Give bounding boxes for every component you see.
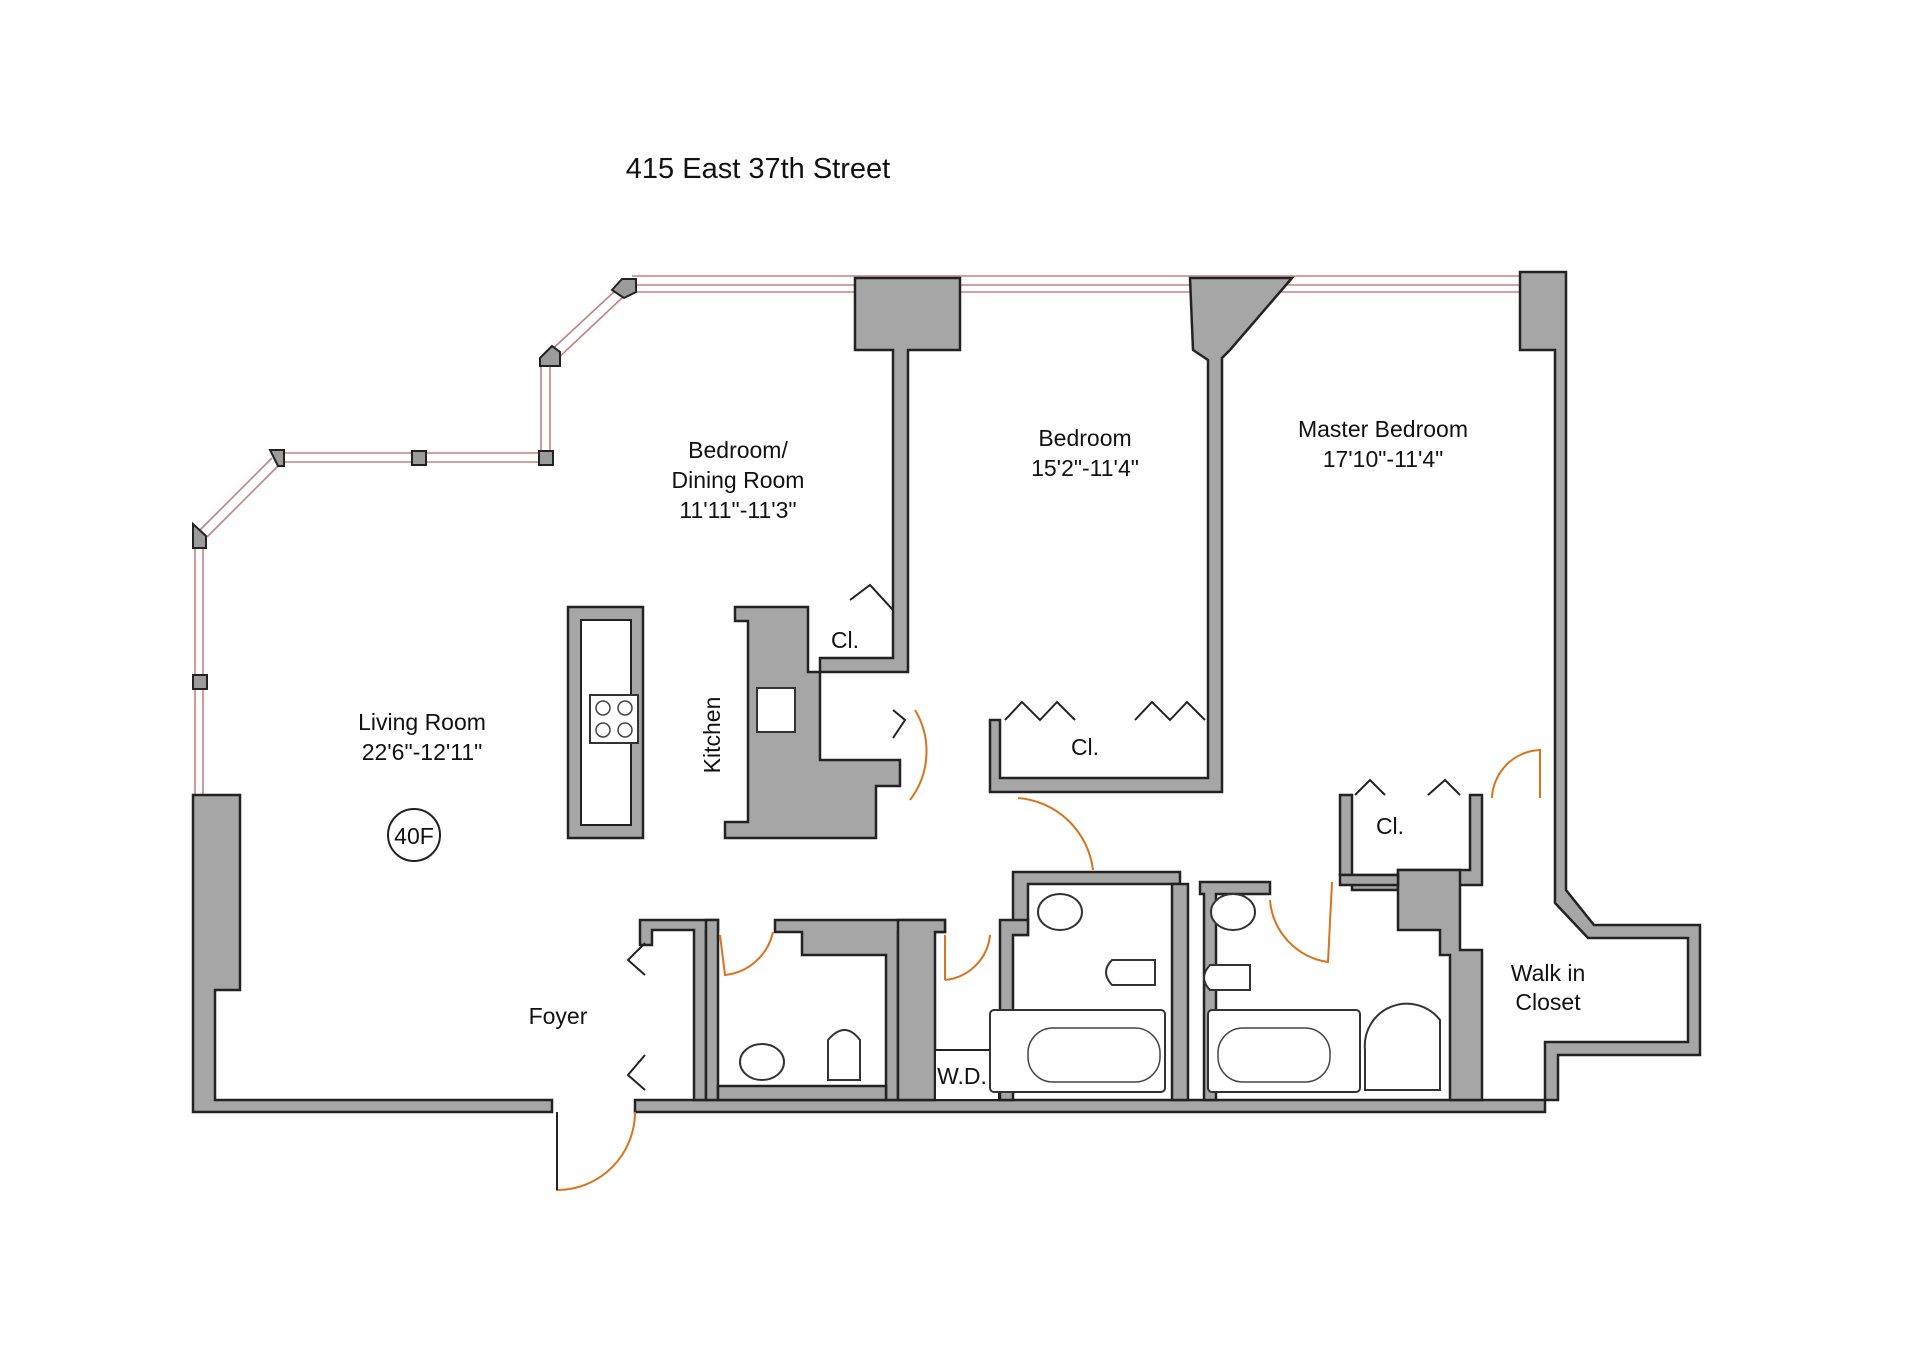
washer-dryer-box xyxy=(934,1049,1000,1101)
closet-label-master: Cl. xyxy=(1376,813,1404,839)
bedroom-name: Bedroom xyxy=(1038,425,1131,451)
master-bedroom-dims: 17'10"-11'4" xyxy=(1323,446,1444,472)
walls xyxy=(191,270,1702,1114)
unit-badge-text: 40F xyxy=(394,823,434,849)
bed-dining-name-1: Bedroom/ xyxy=(688,437,788,463)
living-room-name: Living Room xyxy=(358,709,486,735)
kitchen-label: Kitchen xyxy=(699,697,725,774)
closet-label-bedroom: Cl. xyxy=(1071,734,1099,760)
shower-icon xyxy=(1363,1002,1441,1091)
unit-badge: 40F xyxy=(387,808,441,862)
master-bedroom-name: Master Bedroom xyxy=(1298,416,1468,442)
bifold-doors xyxy=(626,583,1461,1091)
bed-dining-dims: 11'11"-11'3" xyxy=(679,497,796,523)
bath1-tub-icon xyxy=(989,1009,1166,1093)
walk-in-closet-name-2: Closet xyxy=(1515,989,1581,1015)
room-labels: Bedroom/ Dining Room 11'11"-11'3" Bedroo… xyxy=(358,416,1585,1089)
bed-dining-name-2: Dining Room xyxy=(672,467,805,493)
bath2-tub-icon xyxy=(1207,1009,1361,1093)
living-room-dims: 22'6"-12'11" xyxy=(362,739,483,765)
cooktop-icon xyxy=(589,694,639,744)
foyer-label: Foyer xyxy=(529,1003,588,1029)
bath1-sink-icon xyxy=(1037,893,1083,931)
powder-toilet-icon xyxy=(827,1029,861,1081)
plan-title: 415 East 37th Street xyxy=(626,153,890,185)
bath2-sink-icon xyxy=(1210,893,1256,931)
bath1-toilet-icon xyxy=(1105,959,1156,986)
kitchen-sink-icon xyxy=(756,687,796,733)
bedroom-dims: 15'2"-11'4" xyxy=(1031,455,1139,481)
powder-sink-icon xyxy=(739,1043,785,1081)
closet-label-dining: Cl. xyxy=(831,627,859,653)
doors xyxy=(556,709,1541,1192)
window-mullions xyxy=(192,278,637,690)
walk-in-closet-name-1: Walk in xyxy=(1511,960,1586,986)
fixtures xyxy=(589,687,1441,1093)
washer-dryer-label: W.D. xyxy=(937,1063,987,1089)
bath2-toilet-icon xyxy=(1203,964,1251,991)
